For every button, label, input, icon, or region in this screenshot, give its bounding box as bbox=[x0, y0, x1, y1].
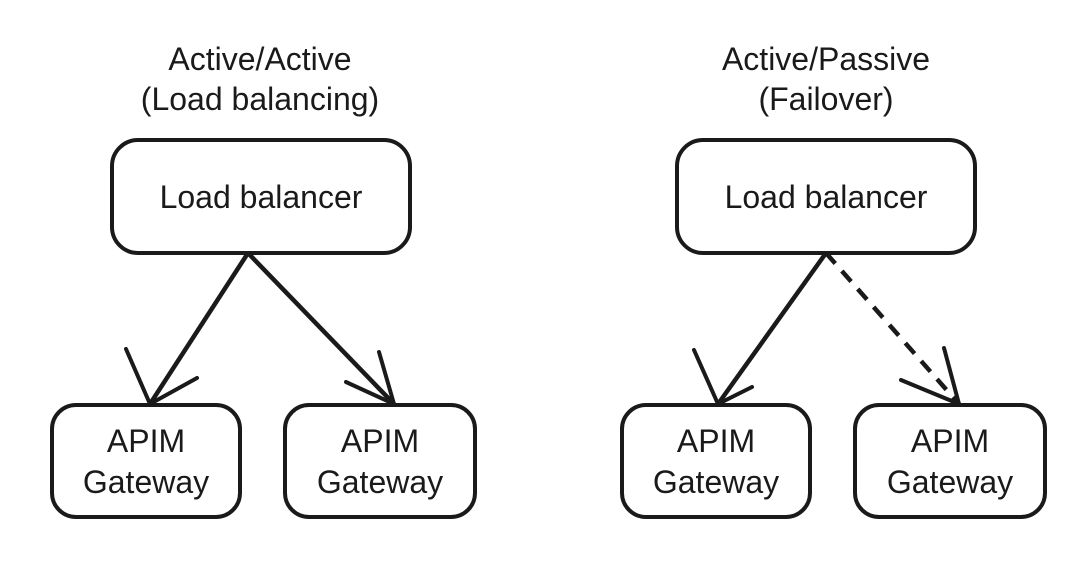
node-label-apim-gw-1-line1: APIM bbox=[107, 423, 185, 459]
node-label-apim-gw-1-line2: Gateway bbox=[83, 464, 209, 500]
arrowhead-icon bbox=[124, 347, 199, 406]
arrowhead-barb-outer bbox=[692, 348, 720, 406]
node-apim-gw-4[interactable]: APIM Gateway bbox=[853, 403, 1047, 519]
node-box-lb-left[interactable] bbox=[110, 138, 412, 255]
node-box-apim-gw-2[interactable] bbox=[283, 403, 477, 519]
arrowhead-barb-inner bbox=[344, 380, 396, 406]
panel-subtitle-active-passive: (Failover) bbox=[758, 81, 893, 117]
node-label-apim-gw-4-line1: APIM bbox=[911, 423, 989, 459]
arrowhead-barb-inner bbox=[716, 385, 754, 406]
node-label-apim-gw-4-line2: Gateway bbox=[887, 464, 1013, 500]
edge-edge-lb-right-to-gw3 bbox=[692, 251, 828, 406]
edge-shaft-edge-lb-right-to-gw4 bbox=[824, 251, 961, 406]
arrowhead-icon bbox=[692, 348, 754, 406]
edge-edge-lb-left-to-gw2 bbox=[246, 251, 396, 406]
node-apim-gw-3[interactable]: APIM Gateway bbox=[620, 403, 812, 519]
panel-subtitle-active-active: (Load balancing) bbox=[141, 81, 379, 117]
panel-active-active: Active/Active (Load balancing) Load balanc… bbox=[50, 41, 477, 519]
panel-title-active-active: Active/Active bbox=[168, 41, 351, 77]
arrowhead-barb-outer bbox=[124, 347, 152, 406]
node-label-apim-gw-2-line2: Gateway bbox=[317, 464, 443, 500]
node-label-lb-right: Load balancer bbox=[725, 179, 928, 215]
edge-shaft-edge-lb-left-to-gw1 bbox=[148, 251, 250, 406]
node-apim-gw-1[interactable]: APIM Gateway bbox=[50, 403, 242, 519]
arrowhead-barb-inner bbox=[899, 378, 961, 406]
node-box-lb-right[interactable] bbox=[675, 138, 977, 255]
node-lb-left[interactable]: Load balancer bbox=[110, 138, 412, 255]
arrowhead-barb-inner bbox=[148, 376, 199, 406]
edge-shaft-edge-lb-left-to-gw2 bbox=[246, 251, 396, 406]
arrowhead-barb-outer bbox=[942, 346, 961, 406]
edge-shaft-edge-lb-right-to-gw3 bbox=[716, 251, 828, 406]
node-box-apim-gw-4[interactable] bbox=[853, 403, 1047, 519]
node-label-apim-gw-3-line1: APIM bbox=[677, 423, 755, 459]
node-lb-right[interactable]: Load balancer bbox=[675, 138, 977, 255]
arrowhead-icon bbox=[899, 346, 961, 406]
panel-title-active-passive: Active/Passive bbox=[722, 41, 930, 77]
edge-edge-lb-right-to-gw4 bbox=[824, 251, 961, 406]
arrowhead-barb-outer bbox=[377, 350, 396, 406]
edge-edge-lb-left-to-gw1 bbox=[124, 251, 250, 406]
node-label-lb-left: Load balancer bbox=[160, 179, 363, 215]
node-apim-gw-2[interactable]: APIM Gateway bbox=[283, 403, 477, 519]
arrowhead-icon bbox=[344, 350, 396, 406]
node-label-apim-gw-2-line1: APIM bbox=[341, 423, 419, 459]
panel-active-passive: Active/Passive (Failover) Load balancerAPI… bbox=[620, 41, 1047, 519]
node-box-apim-gw-3[interactable] bbox=[620, 403, 812, 519]
node-label-apim-gw-3-line2: Gateway bbox=[653, 464, 779, 500]
node-box-apim-gw-1[interactable] bbox=[50, 403, 242, 519]
